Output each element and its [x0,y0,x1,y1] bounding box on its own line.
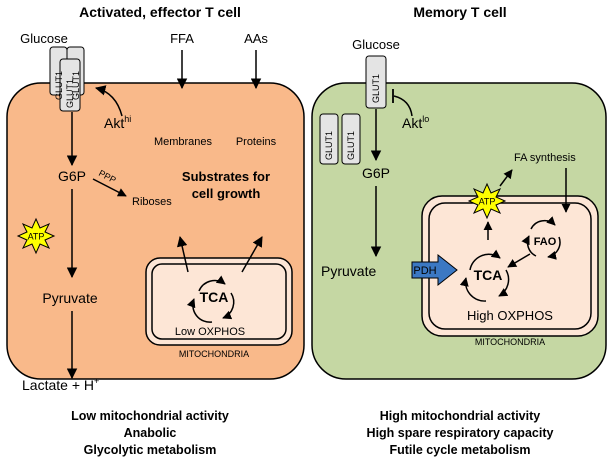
akt-lo-inhibition-line [393,95,413,117]
fao-cycle: FAO [521,216,561,260]
right-glucose-label: Glucose [352,37,400,52]
left-glut1-label-c: GLUT1 [65,79,75,108]
riboses-label: Riboses [132,196,172,208]
right-g6p-label: G6P [362,165,390,181]
substrates-line2: cell growth [192,186,261,201]
akt-hi-label: Akthi [104,114,131,131]
right-atp-label: ATP [479,197,496,207]
high-oxphos-label: High OXPHOS [467,308,553,323]
internal-glut1-pool: GLUT1 GLUT1 [319,113,361,165]
right-caption-line2: High spare respiratory capacity [367,426,554,440]
left-pyruvate-label: Pyruvate [42,290,97,306]
left-g6p-label: G6P [58,168,86,184]
right-tca-cycle: TCA [459,249,510,302]
right-glut1-label-c: GLUT1 [346,131,356,160]
akt-hi-activation-arrow [94,85,123,117]
right-panel-title: Memory T cell [413,4,506,20]
left-glut1-transporters: GLUT1 GLUT1 GLUT1 [49,46,85,112]
left-glut1-label-b: GLUT1 [71,71,81,100]
lactate-label: Lactate + H+ [22,376,99,393]
substrates-line1: Substrates for [182,169,270,184]
fao-label: FAO [534,236,557,248]
right-mitochondrion: TCA FAO High OXPHOS MITOCHONDRIA [421,195,599,347]
right-glut1-label-b: GLUT1 [324,131,334,160]
left-atp-label: ATP [28,232,45,242]
left-tca-label: TCA [200,289,229,305]
membranes-label: Membranes [154,136,213,148]
left-glut1-label-a: GLUT1 [54,71,64,100]
left-caption-line3: Glycolytic metabolism [84,443,217,457]
right-panel: Memory T cell Glucose GLUT1 GLUT1 GLUT1 … [311,4,607,457]
right-caption-line1: High mitochondrial activity [380,409,540,423]
right-caption-line3: Futile cycle metabolism [389,443,530,457]
right-caption: High mitochondrial activity High spare r… [367,409,554,457]
tca-to-proteins-arrow [241,236,263,273]
left-mitochondrion: TCA Low OXPHOS MITOCHONDRIA [145,257,293,359]
right-glut1-transporter: GLUT1 [365,55,387,109]
left-glucose-label: Glucose [20,31,68,46]
tca-to-membranes-arrow [176,235,189,273]
left-panel: Activated, effector T cell Glucose FFA A… [6,4,305,457]
atp-to-fa-synthesis-arrow [499,169,513,187]
fa-synthesis-label: FA synthesis [514,152,576,164]
pdh-arrow: PDH [411,253,458,287]
fao-to-tca-arrow [507,253,531,268]
left-caption-line2: Anabolic [124,426,177,440]
left-caption: Low mitochondrial activity Anabolic Glyc… [71,409,229,457]
left-panel-title: Activated, effector T cell [79,4,241,20]
right-mitochondria-label: MITOCHONDRIA [475,337,545,347]
right-atp-star: ATP [467,182,507,220]
akt-lo-label: Aktlo [402,114,429,131]
right-pyruvate-label: Pyruvate [321,263,376,279]
right-glut1-label-a: GLUT1 [371,74,381,103]
aas-label: AAs [244,31,268,46]
left-atp-star: ATP [16,217,56,255]
pdh-label: PDH [413,265,436,277]
left-caption-line1: Low mitochondrial activity [71,409,229,423]
ppp-arrow [92,178,127,197]
left-tca-cycle: TCA [186,275,235,323]
ffa-label: FFA [170,31,194,46]
left-mitochondria-label: MITOCHONDRIA [179,349,249,359]
right-tca-label: TCA [474,267,503,283]
low-oxphos-label: Low OXPHOS [175,326,245,338]
proteins-label: Proteins [236,136,277,148]
